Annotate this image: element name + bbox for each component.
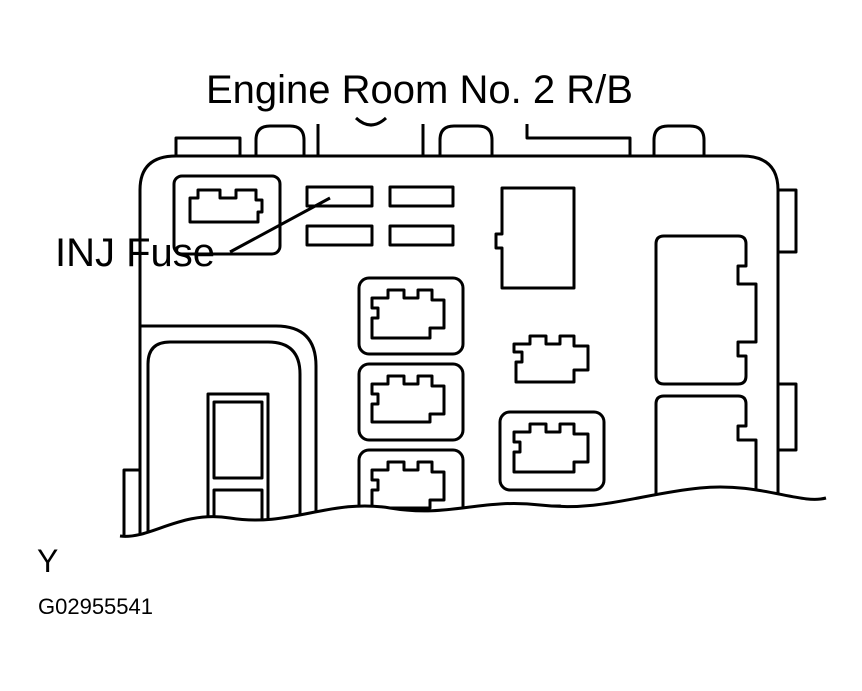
left-bracket xyxy=(122,468,140,537)
figure-id: G02955541 xyxy=(38,594,153,619)
left-compartment xyxy=(140,324,318,537)
connector-bottom xyxy=(518,504,584,537)
right-bracket-lower xyxy=(778,382,798,452)
connector-upper-left xyxy=(172,174,282,256)
callout-leader-line xyxy=(229,196,331,254)
fuse xyxy=(388,185,455,208)
diagram-title: Engine Room No. 2 R/B xyxy=(206,68,633,112)
housing-outline xyxy=(138,154,780,537)
connector-right-upper xyxy=(654,234,758,386)
cutaway-edge xyxy=(119,485,827,538)
right-bracket-upper xyxy=(778,188,798,254)
fuse xyxy=(388,224,455,247)
connector-right-lower xyxy=(654,394,758,537)
connector-center xyxy=(512,334,590,384)
socket-4 xyxy=(498,410,606,492)
view-label: Y xyxy=(37,543,59,579)
relay xyxy=(494,186,576,290)
socket-2 xyxy=(357,362,465,442)
inj-fuse xyxy=(305,185,374,208)
socket-1 xyxy=(357,276,465,356)
inj-fuse-label: INJ Fuse xyxy=(55,231,216,275)
fuse xyxy=(305,224,374,247)
top-tabs xyxy=(174,116,706,156)
socket-3 xyxy=(357,448,465,528)
